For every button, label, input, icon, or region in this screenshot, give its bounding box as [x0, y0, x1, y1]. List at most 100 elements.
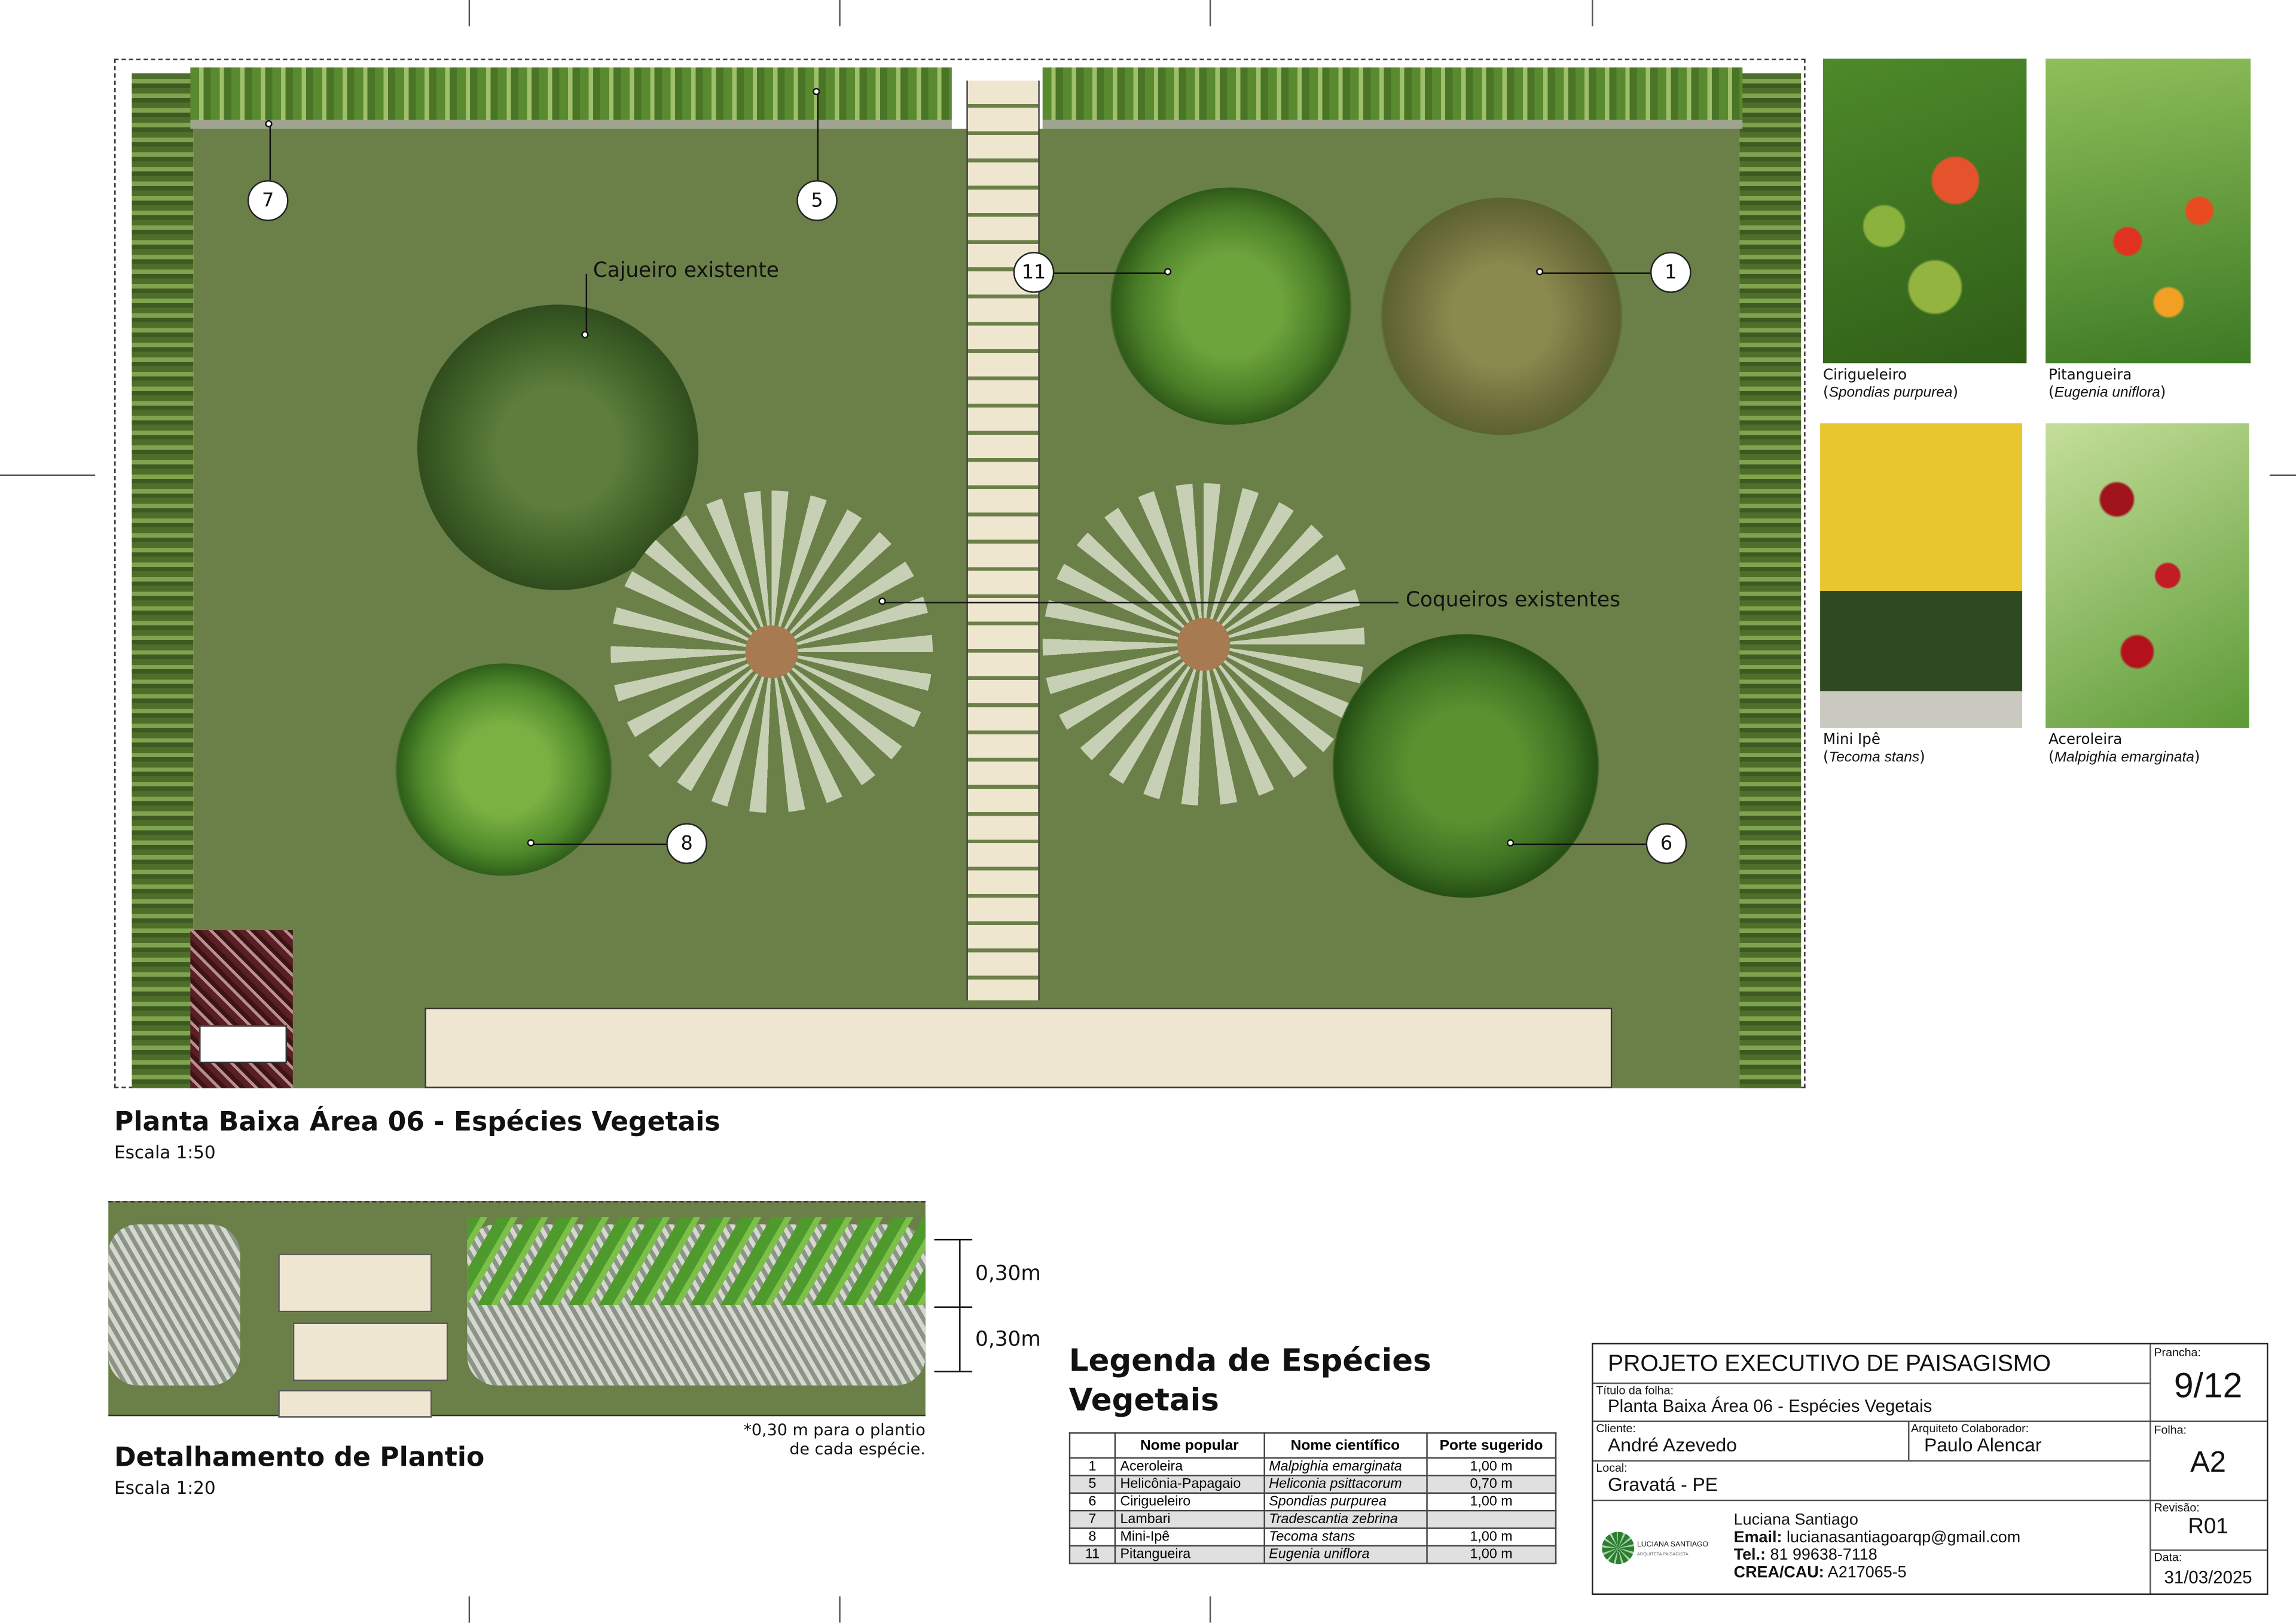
- photo-caption: Mini Ipê(Tecoma stans): [1823, 732, 1925, 766]
- field-label: Local:: [1596, 1462, 1628, 1475]
- coconut-palm: [610, 490, 933, 813]
- leader-line: [269, 124, 271, 181]
- crop-mark: [1209, 0, 1211, 27]
- crop-mark: [839, 0, 841, 27]
- paving-stone: [292, 1322, 448, 1381]
- callout-8: 8: [666, 823, 707, 864]
- leader-line: [1540, 272, 1652, 274]
- popular-name: Cirigueleiro: [1114, 1492, 1265, 1512]
- pitangueira-tree: [1110, 187, 1352, 425]
- suggested-size: 1,00 m: [1425, 1457, 1557, 1476]
- leader-dot: [527, 839, 535, 847]
- photo-aceroleira: [2045, 423, 2249, 728]
- crop-mark: [468, 0, 471, 27]
- patio: [425, 1007, 1613, 1088]
- dimension-line: [959, 1238, 961, 1371]
- field-label: Folha:: [2154, 1423, 2187, 1437]
- column-header: Nome científico: [1263, 1432, 1428, 1459]
- caption-name: Cirigueleiro: [1823, 367, 1907, 384]
- popular-name: Mini-Ipê: [1114, 1527, 1265, 1547]
- phone: 81 99638-7118: [1770, 1546, 1877, 1564]
- callout-7: 7: [247, 180, 289, 221]
- caption-name: Aceroleira: [2048, 732, 2123, 749]
- popular-name: Aceroleira: [1114, 1457, 1265, 1476]
- callout-6: 6: [1645, 823, 1687, 864]
- sheet-size: A2: [2190, 1447, 2227, 1479]
- photo-caption: Cirigueleiro(Spondias purpurea): [1823, 367, 1959, 402]
- field-label: Revisão:: [2154, 1501, 2200, 1515]
- suggested-size: 1,00 m: [1425, 1492, 1557, 1512]
- planting-note: *0,30 m para o plantio de cada espécie.: [633, 1421, 925, 1459]
- paving-stone: [278, 1390, 432, 1418]
- author-name: Luciana Santiago: [1733, 1511, 1858, 1529]
- leader-dot: [1536, 268, 1544, 276]
- stepping-stone-path: [966, 80, 1040, 1000]
- sheet-title: Planta Baixa Área 06 - Espécies Vegetais: [1608, 1395, 1932, 1417]
- leader-dot: [1507, 839, 1515, 847]
- plan-title: Planta Baixa Área 06 - Espécies Vegetais: [114, 1107, 720, 1138]
- scientific-name: Tradescantia zebrina: [1263, 1509, 1428, 1529]
- species-number: 7: [1068, 1509, 1116, 1529]
- dimension-tick: [934, 1306, 973, 1308]
- legend-title-line: Vegetais: [1068, 1382, 1219, 1418]
- species-legend-table: Nome popular Nome científico Porte suger…: [1068, 1432, 1557, 1564]
- logo-leaf-icon: [1602, 1532, 1635, 1564]
- detail-scale: Escala 1:20: [114, 1478, 216, 1499]
- heliconia-row: [467, 1217, 926, 1305]
- dimension-tick: [934, 1238, 973, 1241]
- photo-caption: Pitangueira(Eugenia uniflora): [2048, 367, 2166, 402]
- leader-line: [883, 602, 1399, 603]
- legend-title-line: Legenda de Espécies: [1068, 1343, 1431, 1378]
- field-label: Cliente:: [1596, 1421, 1636, 1436]
- field-label: Data:: [2154, 1551, 2182, 1564]
- paving-stone: [278, 1253, 432, 1313]
- cirigueleiro-tree: [1332, 634, 1599, 898]
- bench: [199, 1025, 288, 1063]
- suggested-size: 1,00 m: [1425, 1527, 1557, 1547]
- legend-title: Legenda de Espécies Vegetais: [1069, 1341, 1431, 1420]
- architect-name: Paulo Alencar: [1923, 1433, 2042, 1456]
- popular-name: Helicônia-Papagaio: [1114, 1475, 1265, 1494]
- photo-caption: Aceroleira(Malpighia emarginata): [2048, 732, 2200, 766]
- callout-11: 11: [1013, 252, 1055, 293]
- scientific-name: Spondias purpurea: [1263, 1492, 1428, 1512]
- coconut-palm: [1042, 483, 1365, 806]
- scientific-name: Heliconia psittacorum: [1263, 1475, 1428, 1494]
- crop-mark: [468, 1596, 471, 1623]
- species-number: 8: [1068, 1527, 1116, 1547]
- sheet-number: 9/12: [2173, 1366, 2243, 1407]
- callout-1: 1: [1650, 252, 1692, 293]
- plant-bed: [108, 1224, 240, 1386]
- species-number: 11: [1068, 1545, 1116, 1564]
- aceroleira-tree: [1381, 197, 1623, 435]
- crop-mark: [1592, 0, 1593, 27]
- tradescantia-bed: [190, 930, 293, 1088]
- scientific-name: Malpighia emarginata: [1263, 1457, 1428, 1476]
- suggested-size: [1425, 1509, 1557, 1529]
- crop-mark: [1209, 1596, 1211, 1623]
- caption-name: Mini Ipê: [1823, 732, 1880, 749]
- table-header-row: Nome popular Nome científico Porte suger…: [1068, 1432, 1557, 1459]
- mini-ipe-tree: [395, 663, 612, 876]
- photo-mini-ipe: [1820, 423, 2023, 728]
- email-link[interactable]: lucianasantiagoarqp@gmail.com: [1786, 1529, 2021, 1547]
- caption-sci: Spondias purpurea: [1828, 385, 1953, 402]
- planting-detail-drawing: [108, 1201, 926, 1418]
- crea-label: CREA/CAU:: [1733, 1564, 1824, 1582]
- species-number: 1: [1068, 1457, 1116, 1476]
- popular-name: Pitangueira: [1114, 1545, 1265, 1564]
- cajueiro-tree: [417, 304, 699, 590]
- cajueiro-label: Cajueiro existente: [593, 259, 779, 283]
- column-header: Porte sugerido: [1425, 1432, 1557, 1459]
- coqueiros-label: Coqueiros existentes: [1406, 588, 1621, 612]
- tel-label: Tel.:: [1733, 1546, 1766, 1564]
- popular-name: Lambari: [1114, 1509, 1265, 1529]
- crop-mark: [839, 1596, 841, 1623]
- leader-dot: [581, 331, 589, 338]
- leader-dot: [1164, 268, 1172, 276]
